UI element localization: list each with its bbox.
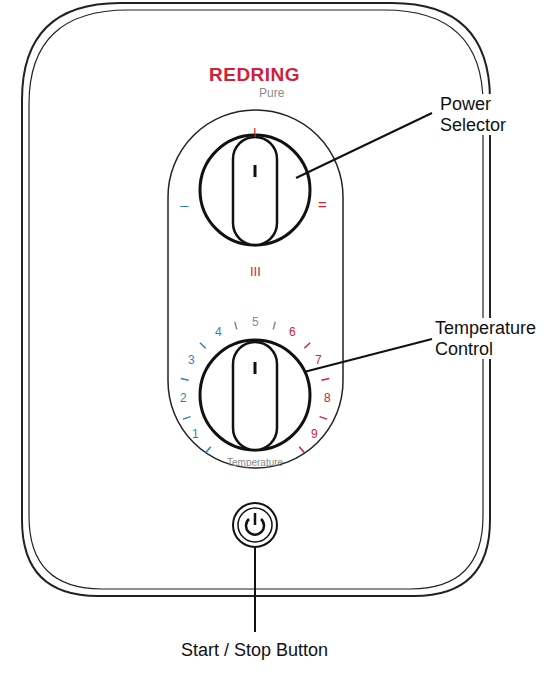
tick-mark (321, 379, 329, 381)
power-icon-bar (254, 513, 257, 525)
housing-outline (22, 3, 490, 596)
tick-mark (200, 343, 206, 349)
leader-line (304, 339, 432, 372)
callout-label: Temperature Control (433, 318, 551, 359)
temperature-number: 2 (180, 392, 187, 406)
tick-mark (320, 417, 328, 420)
housing-inner-edge (29, 10, 483, 589)
brand-logo: REDRING (209, 64, 300, 86)
leader-line (296, 113, 432, 178)
model-name: Pure (259, 87, 284, 101)
temperature-number: 9 (311, 428, 318, 442)
temperature-number: 8 (324, 392, 331, 406)
start-stop-ring (238, 508, 272, 542)
temperature-number: 6 (289, 326, 296, 340)
temperature-number: 5 (252, 316, 259, 330)
power-knob-grip (233, 137, 277, 245)
tick-mark (273, 322, 275, 330)
power-setting: – (180, 196, 188, 213)
power-setting: III (250, 265, 261, 280)
callout-label: Power Selector (438, 94, 524, 135)
temperature-number: 4 (215, 326, 222, 340)
power-knob-pointer (254, 165, 257, 177)
power-setting: = (318, 196, 327, 213)
temperature-ticks (181, 322, 329, 453)
tick-mark (299, 447, 304, 453)
temperature-knob-grip (233, 342, 277, 450)
temperature-knob (200, 340, 310, 450)
control-panel (168, 110, 343, 468)
temperature-knob-pointer (254, 362, 257, 374)
leader-line (254, 548, 256, 632)
tick-mark (183, 417, 191, 420)
power-setting: I (253, 126, 257, 141)
temperature-number: 7 (315, 354, 322, 368)
temperature-number: 3 (188, 354, 195, 368)
tick-mark (235, 322, 237, 330)
temperature-number: 1 (192, 428, 199, 442)
dial-label: Temperature (227, 457, 283, 469)
callout-label: Start / Stop Button (179, 640, 330, 661)
start-stop-button (233, 503, 277, 547)
power-knob (200, 135, 310, 245)
tick-mark (304, 343, 310, 349)
tick-mark (181, 379, 189, 381)
tick-mark (206, 447, 211, 453)
